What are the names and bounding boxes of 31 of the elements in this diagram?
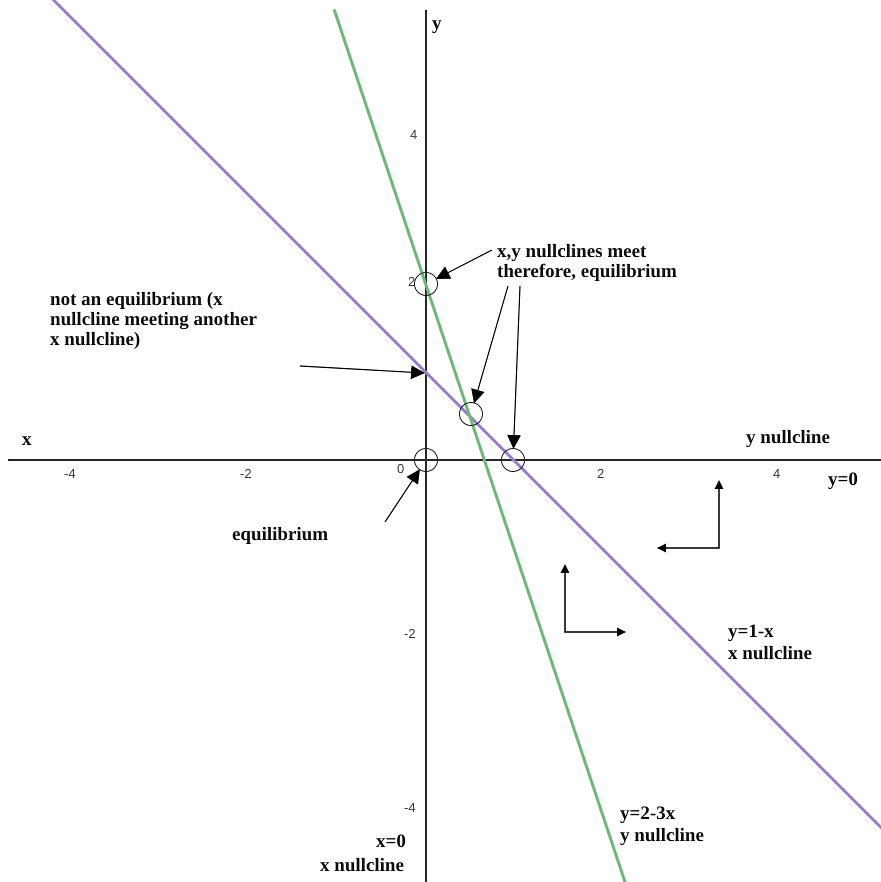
line-label: y nullcline — [620, 826, 704, 846]
tick-label: 2 — [597, 466, 604, 481]
tick-label: -4 — [404, 800, 416, 815]
tick-label: 2 — [408, 274, 416, 289]
leader-arrow — [507, 286, 522, 449]
line-label: x nullcline — [320, 856, 404, 876]
line-label: x nullcline — [728, 644, 812, 664]
leader-arrow — [471, 286, 509, 404]
line-label: x=0 — [376, 832, 406, 852]
tick-label: 0 — [397, 461, 404, 476]
leader-arrow — [436, 249, 492, 280]
line-label: y=1-x — [728, 622, 774, 642]
axis-label: x — [22, 430, 32, 450]
tick-label: -4 — [64, 466, 76, 481]
line-label: y nullcline — [746, 428, 830, 448]
tick-label: -2 — [240, 466, 252, 481]
axis-label: y — [432, 14, 442, 34]
tick-label: -2 — [404, 626, 416, 641]
tick-label: 4 — [773, 466, 780, 481]
line-label: y=2-3x — [620, 804, 676, 824]
leader-arrow — [384, 469, 420, 522]
leader-arrow — [300, 365, 425, 380]
annotation-text: x,y nullclines meet therefore, equilibrium — [497, 242, 687, 282]
line-label: y=0 — [828, 470, 858, 490]
equilibrium-circle — [414, 272, 438, 296]
equilibrium-circle — [501, 448, 525, 472]
equilibrium-circle — [459, 402, 483, 426]
tick-label: 4 — [410, 127, 418, 142]
annotation-text: equilibrium — [232, 525, 382, 545]
equilibrium-circle — [414, 448, 438, 472]
annotation-text: not an equilibrium (x nullcline meeting another x nullcline) — [50, 290, 265, 350]
